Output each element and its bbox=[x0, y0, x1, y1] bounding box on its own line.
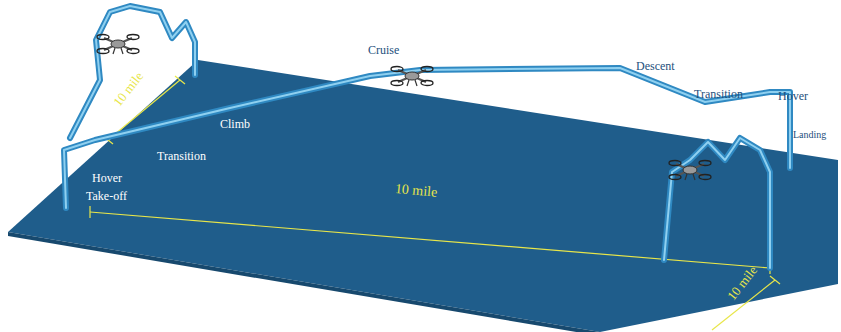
phase-label: Cruise bbox=[368, 44, 399, 56]
phase-label: Landing bbox=[793, 130, 826, 140]
phase-label: Climb bbox=[220, 118, 250, 130]
phase-label: Transition bbox=[694, 88, 743, 100]
phase-label: Hover bbox=[778, 90, 808, 102]
phase-label: Take-off bbox=[86, 190, 127, 202]
phase-label: Transition bbox=[157, 150, 206, 162]
phase-label: Hover bbox=[92, 172, 122, 184]
dimension-label: 10 mile bbox=[111, 69, 145, 108]
phase-label: Descent bbox=[636, 60, 675, 72]
